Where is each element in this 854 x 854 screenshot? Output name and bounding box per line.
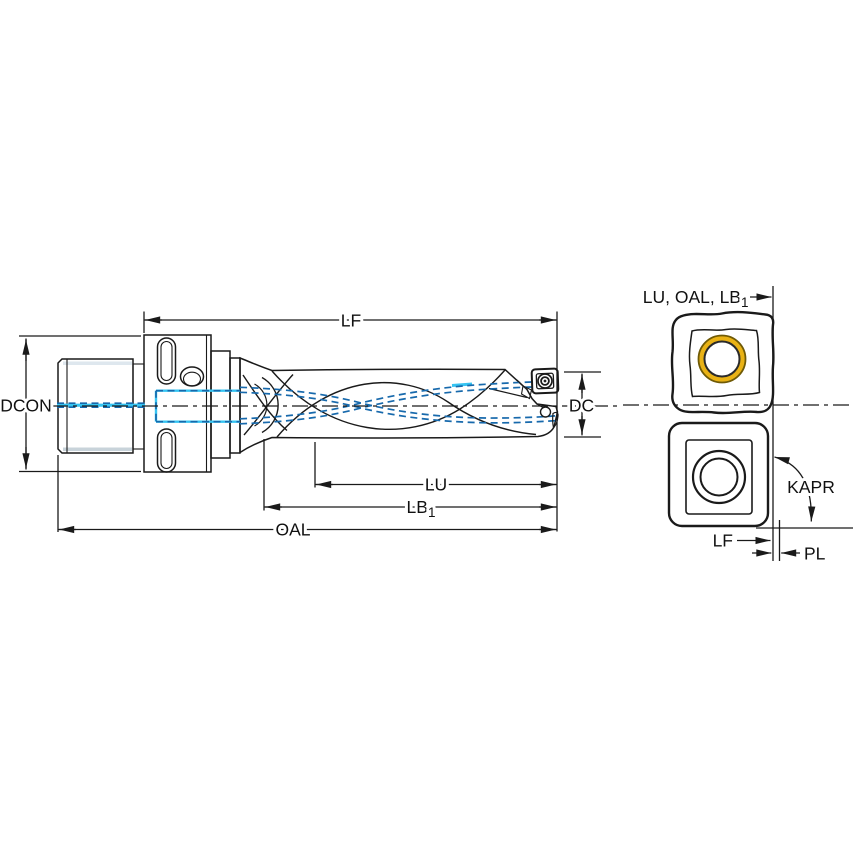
cylinder-bottom-shade (63, 447, 132, 451)
dimension-dcon: DCON (0, 335, 141, 473)
dimension-dc: DC (564, 371, 601, 438)
dimension-lu: LU (314, 442, 557, 498)
cylinder-top-highlight (63, 361, 132, 365)
flange-slot-bottom (156, 428, 177, 473)
coolant-dashed-lines (57, 381, 557, 425)
dim-label-lf-insert: LF (713, 531, 733, 551)
dimension-lb1: LB1 (263, 439, 557, 523)
dim-label-kapr: KAPR (787, 477, 835, 497)
dim-label-lf: LF (341, 311, 361, 331)
dimension-combo: LU, OAL, LB1 (640, 284, 772, 313)
dimension-kapr: KAPR (774, 456, 838, 522)
coolant-exit-hole (539, 406, 552, 418)
gray-insert-body (667, 421, 770, 528)
tip-insert-pocket (516, 367, 560, 429)
dim-label-pl: PL (804, 544, 826, 564)
drill-assembly-view: LF DCON DC (0, 308, 621, 543)
dimensions-main: LF DCON DC (0, 308, 601, 543)
insert-front-yellow (670, 310, 775, 415)
dim-label-combo: LU, OAL, LB1 (643, 287, 749, 310)
peripheral-insert (530, 367, 560, 395)
insert-detail-view: LU, OAL, LB1 KAPR LF PL (623, 284, 853, 567)
peripheral-insert-face (530, 367, 560, 395)
flange-body (143, 334, 212, 473)
yellow-insert-body (670, 310, 775, 415)
dim-label-oal: OAL (275, 520, 310, 540)
dim-label-dc: DC (569, 396, 594, 416)
dimension-oal: OAL (57, 455, 557, 543)
drill-body-outline (239, 356, 559, 454)
dim-label-lb1: LB1 (407, 497, 436, 520)
flute-lines (242, 369, 537, 438)
kapr-arc (774, 456, 816, 522)
dimension-pl: PL (752, 541, 829, 567)
drill-body (239, 356, 559, 454)
reference-lines (756, 286, 853, 561)
insert-back-gray (667, 421, 770, 528)
coupling-cylinder-body (57, 358, 134, 454)
insert-clamp-wedge (520, 385, 533, 400)
collars (210, 350, 241, 459)
gray-insert-hole (699, 457, 739, 497)
dim-label-dcon: DCON (0, 396, 52, 416)
flange-slot-top (156, 337, 177, 385)
collar-large (210, 350, 231, 459)
gray-insert-hole-ring (691, 449, 747, 505)
insert-screw-icon (537, 373, 553, 389)
dim-label-lu: LU (425, 475, 447, 495)
flange (143, 334, 212, 473)
dimension-lf: LF (143, 308, 558, 532)
yellow-insert-hole (703, 340, 741, 378)
dimension-lf-insert: LF (710, 528, 771, 554)
